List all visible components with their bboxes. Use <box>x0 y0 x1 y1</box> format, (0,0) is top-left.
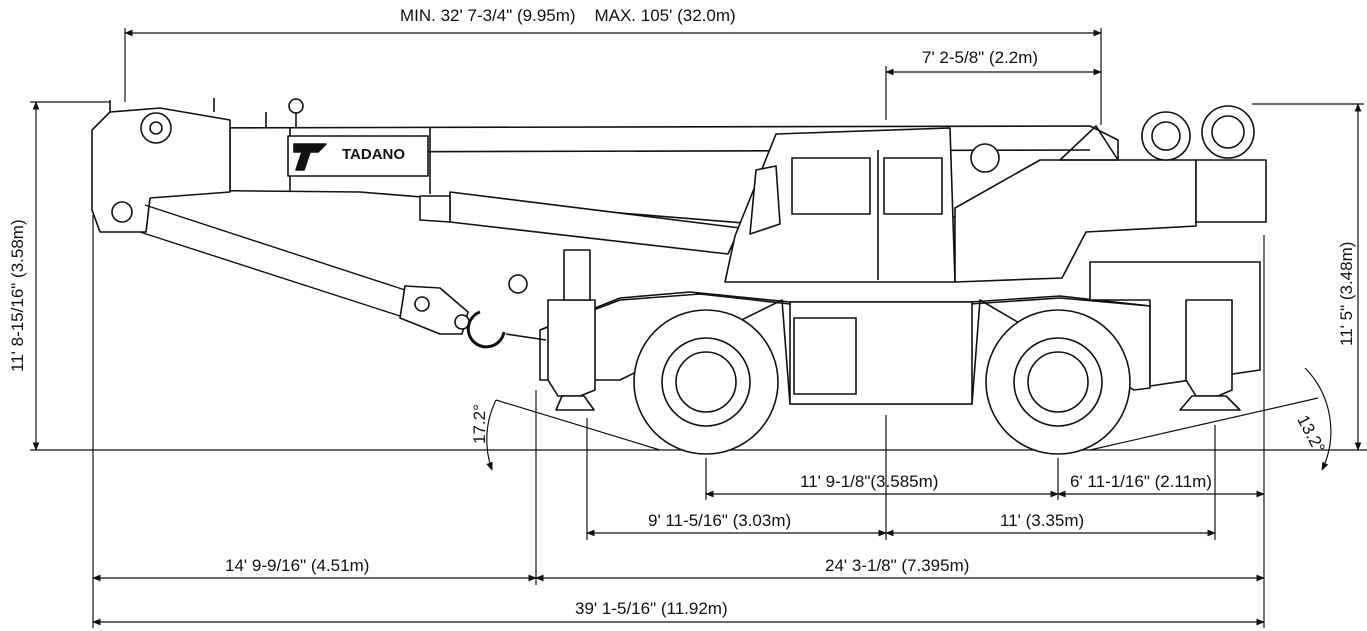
wheelbase-label: 11' 9-1/8"(3.585m) <box>800 472 939 491</box>
crane <box>91 98 1267 455</box>
cab-window-side <box>883 157 943 215</box>
rear-overhang-label: 6' 11-1/16" (2.11m) <box>1070 472 1212 491</box>
boom-front-overhang-label: 14' 9-9/16" (4.51m) <box>225 556 370 575</box>
boom-offset-label: 7' 2-5/8" (2.2m) <box>922 48 1039 67</box>
hook-icon <box>466 310 506 349</box>
boom-length-label: MIN. 32' 7-3/4" (9.95m) MAX. 105' (32.0m… <box>400 6 736 25</box>
front-angle-label: 17.2° <box>470 404 489 444</box>
front-outrigger <box>547 299 596 397</box>
logo-plate <box>287 135 429 177</box>
cab-window-front <box>791 157 871 215</box>
dimension-lines <box>30 28 1367 628</box>
carrier-length-label: 24' 3-1/8" (7.395m) <box>825 556 970 575</box>
tadano-logo-icon <box>293 143 327 171</box>
overall-height-label: 11' 8-15/16" (3.58m) <box>8 219 27 372</box>
cab-height-label: 11' 5" (3.48m) <box>1337 241 1356 346</box>
rear-outrigger <box>1185 299 1233 397</box>
boom-head <box>91 107 231 233</box>
overall-length-label: 39' 1-5/16" (11.92m) <box>575 599 728 618</box>
brand-logo-text: TADANO <box>342 146 406 163</box>
hook-block <box>399 285 469 335</box>
rear-outrigger-label: 11' (3.35m) <box>1000 511 1085 530</box>
front-outrigger-label: 9' 11-5/16" (3.03m) <box>648 511 792 530</box>
